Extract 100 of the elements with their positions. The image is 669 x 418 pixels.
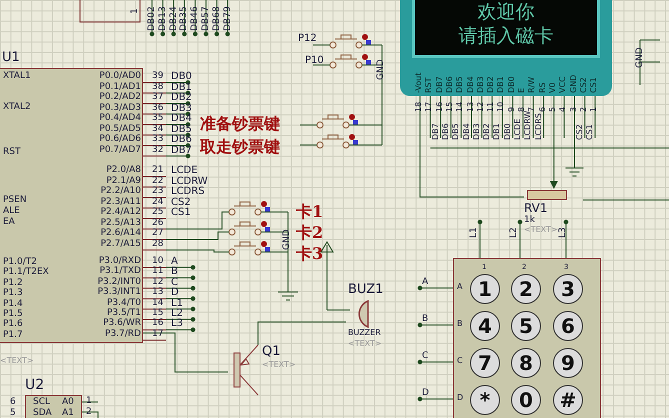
net-label: DB4 bbox=[171, 114, 192, 124]
pin-number: 13 bbox=[152, 288, 164, 298]
pin-name: A1 bbox=[62, 409, 74, 418]
pin-name: E bbox=[518, 88, 526, 93]
pin-name: XTAL2 bbox=[3, 103, 31, 112]
pin-number: 22 bbox=[152, 176, 164, 186]
pin-name: P2.6/A14 bbox=[100, 229, 141, 238]
pin-label: P12 bbox=[298, 34, 317, 44]
pin-number: 3 bbox=[570, 106, 578, 112]
pin-number: 12 bbox=[476, 102, 485, 112]
net-label: DB3 bbox=[180, 12, 190, 31]
pin-name: P2.5/A13 bbox=[100, 218, 141, 228]
net-label: DB2 bbox=[171, 93, 192, 103]
keypad-key: 6 bbox=[553, 311, 583, 341]
pin-number: 38 bbox=[152, 82, 164, 92]
pin-name: SCL bbox=[33, 398, 50, 407]
net-label: L2 bbox=[510, 227, 519, 238]
pin-name: P3.3/INT1 bbox=[98, 288, 141, 298]
net-label: LCDRW bbox=[171, 176, 208, 186]
pin-number: 2 bbox=[148, 6, 157, 12]
net-label: A bbox=[171, 257, 178, 267]
net-label: DB5 bbox=[202, 12, 211, 31]
pin-number: 5 bbox=[180, 6, 190, 12]
pin-number: 12 bbox=[152, 278, 164, 287]
pin-name: P0.2/AD2 bbox=[99, 93, 141, 102]
pin-name: DB4 bbox=[466, 76, 474, 93]
pin-number: 5 bbox=[10, 409, 16, 418]
net-label: DB2 bbox=[170, 12, 179, 31]
pin-number: 6 bbox=[10, 398, 16, 407]
wire bbox=[420, 96, 524, 198]
pin-name: P1.1/T2EX bbox=[3, 268, 49, 278]
pin-number: 1 bbox=[590, 106, 598, 112]
pin-number: 9 bbox=[224, 6, 233, 12]
pin-name: C bbox=[457, 357, 463, 365]
pin-number: 11 bbox=[487, 102, 496, 112]
net-label: B bbox=[171, 267, 178, 278]
switch-label: 卡2 bbox=[296, 225, 324, 241]
pin-name: DB0 bbox=[508, 76, 516, 93]
pin-number: 25 bbox=[152, 208, 164, 217]
net-label: DB2 bbox=[483, 123, 492, 140]
pin-name: RS bbox=[538, 82, 547, 93]
net-label: DB5 bbox=[452, 123, 460, 140]
part-value: 1k bbox=[524, 216, 535, 225]
screen-text: 欢迎你 bbox=[476, 3, 536, 22]
pin-number: 28 bbox=[152, 240, 164, 248]
switch-label: 卡1 bbox=[296, 204, 324, 220]
pin-number: 14 bbox=[152, 298, 164, 308]
part-label: BUZ1 bbox=[348, 283, 384, 296]
switch-label: 卡3 bbox=[296, 246, 324, 262]
keypad-key: 7 bbox=[470, 348, 500, 378]
pin-name: P1.2 bbox=[3, 278, 23, 288]
net-label: GND bbox=[636, 47, 645, 68]
pin-name: EA bbox=[3, 218, 15, 227]
pin-number: 6 bbox=[538, 106, 547, 112]
pin-name: P0.5/AD5 bbox=[99, 124, 141, 134]
net-label: C bbox=[422, 352, 428, 361]
pin-name: P3.0/RXD bbox=[98, 257, 141, 266]
net-label: LCDE bbox=[171, 166, 198, 176]
pin-name: A0 bbox=[62, 398, 74, 407]
net-label: DB3 bbox=[171, 104, 192, 114]
net-label: DB7 bbox=[432, 123, 440, 140]
pin-name: ALE bbox=[3, 207, 20, 216]
button-label: 取走钞票键 bbox=[200, 139, 280, 155]
part-label: Q1 bbox=[262, 345, 281, 358]
keypad-key: 9 bbox=[553, 348, 583, 378]
pin-name: P2.2/A10 bbox=[100, 187, 141, 196]
net-label: DB1 bbox=[158, 12, 168, 31]
net-label: CS1 bbox=[171, 208, 191, 218]
wire bbox=[550, 96, 558, 189]
pin-name: DB2 bbox=[487, 76, 496, 93]
pin-name: P0.4/AD4 bbox=[99, 114, 141, 123]
pin-name: RST bbox=[3, 148, 20, 157]
net-label: CS2 bbox=[576, 124, 584, 140]
pin-number: 23 bbox=[152, 187, 164, 196]
pin-number: 27 bbox=[152, 229, 164, 238]
pin-name: P2.0/A8 bbox=[106, 166, 141, 175]
pin-name: DB5 bbox=[456, 76, 464, 93]
net-label: LCDE bbox=[514, 118, 522, 140]
net-label: C bbox=[171, 278, 178, 288]
pin-number: 32 bbox=[152, 146, 164, 154]
pin-name: P3.2/INT0 bbox=[98, 278, 141, 287]
pin-name: D bbox=[457, 394, 464, 402]
pin-name: P1.6 bbox=[3, 320, 23, 330]
net-label: DB1 bbox=[171, 82, 192, 92]
pin-number: 15 bbox=[446, 102, 454, 112]
net-label: DB4 bbox=[462, 123, 470, 140]
pin-name: DB1 bbox=[497, 76, 506, 93]
pin-name: P1.5 bbox=[3, 310, 23, 319]
pin-name: P3.7/RD bbox=[105, 330, 141, 339]
net-label: DB6 bbox=[171, 135, 192, 145]
keypad-key: 5 bbox=[511, 311, 541, 341]
net-label: DB0 bbox=[504, 123, 512, 140]
pin-name: DB7 bbox=[436, 76, 444, 93]
pin-number: 26 bbox=[152, 218, 164, 228]
pin-number: 7 bbox=[202, 6, 211, 12]
part-label: RV1 bbox=[524, 202, 548, 214]
pin-name: V0 bbox=[548, 82, 557, 93]
pin-name: P3.4/T0 bbox=[107, 298, 141, 308]
pin-name: P2.3/A11 bbox=[100, 198, 141, 206]
pin-name: P1.4 bbox=[3, 300, 23, 309]
